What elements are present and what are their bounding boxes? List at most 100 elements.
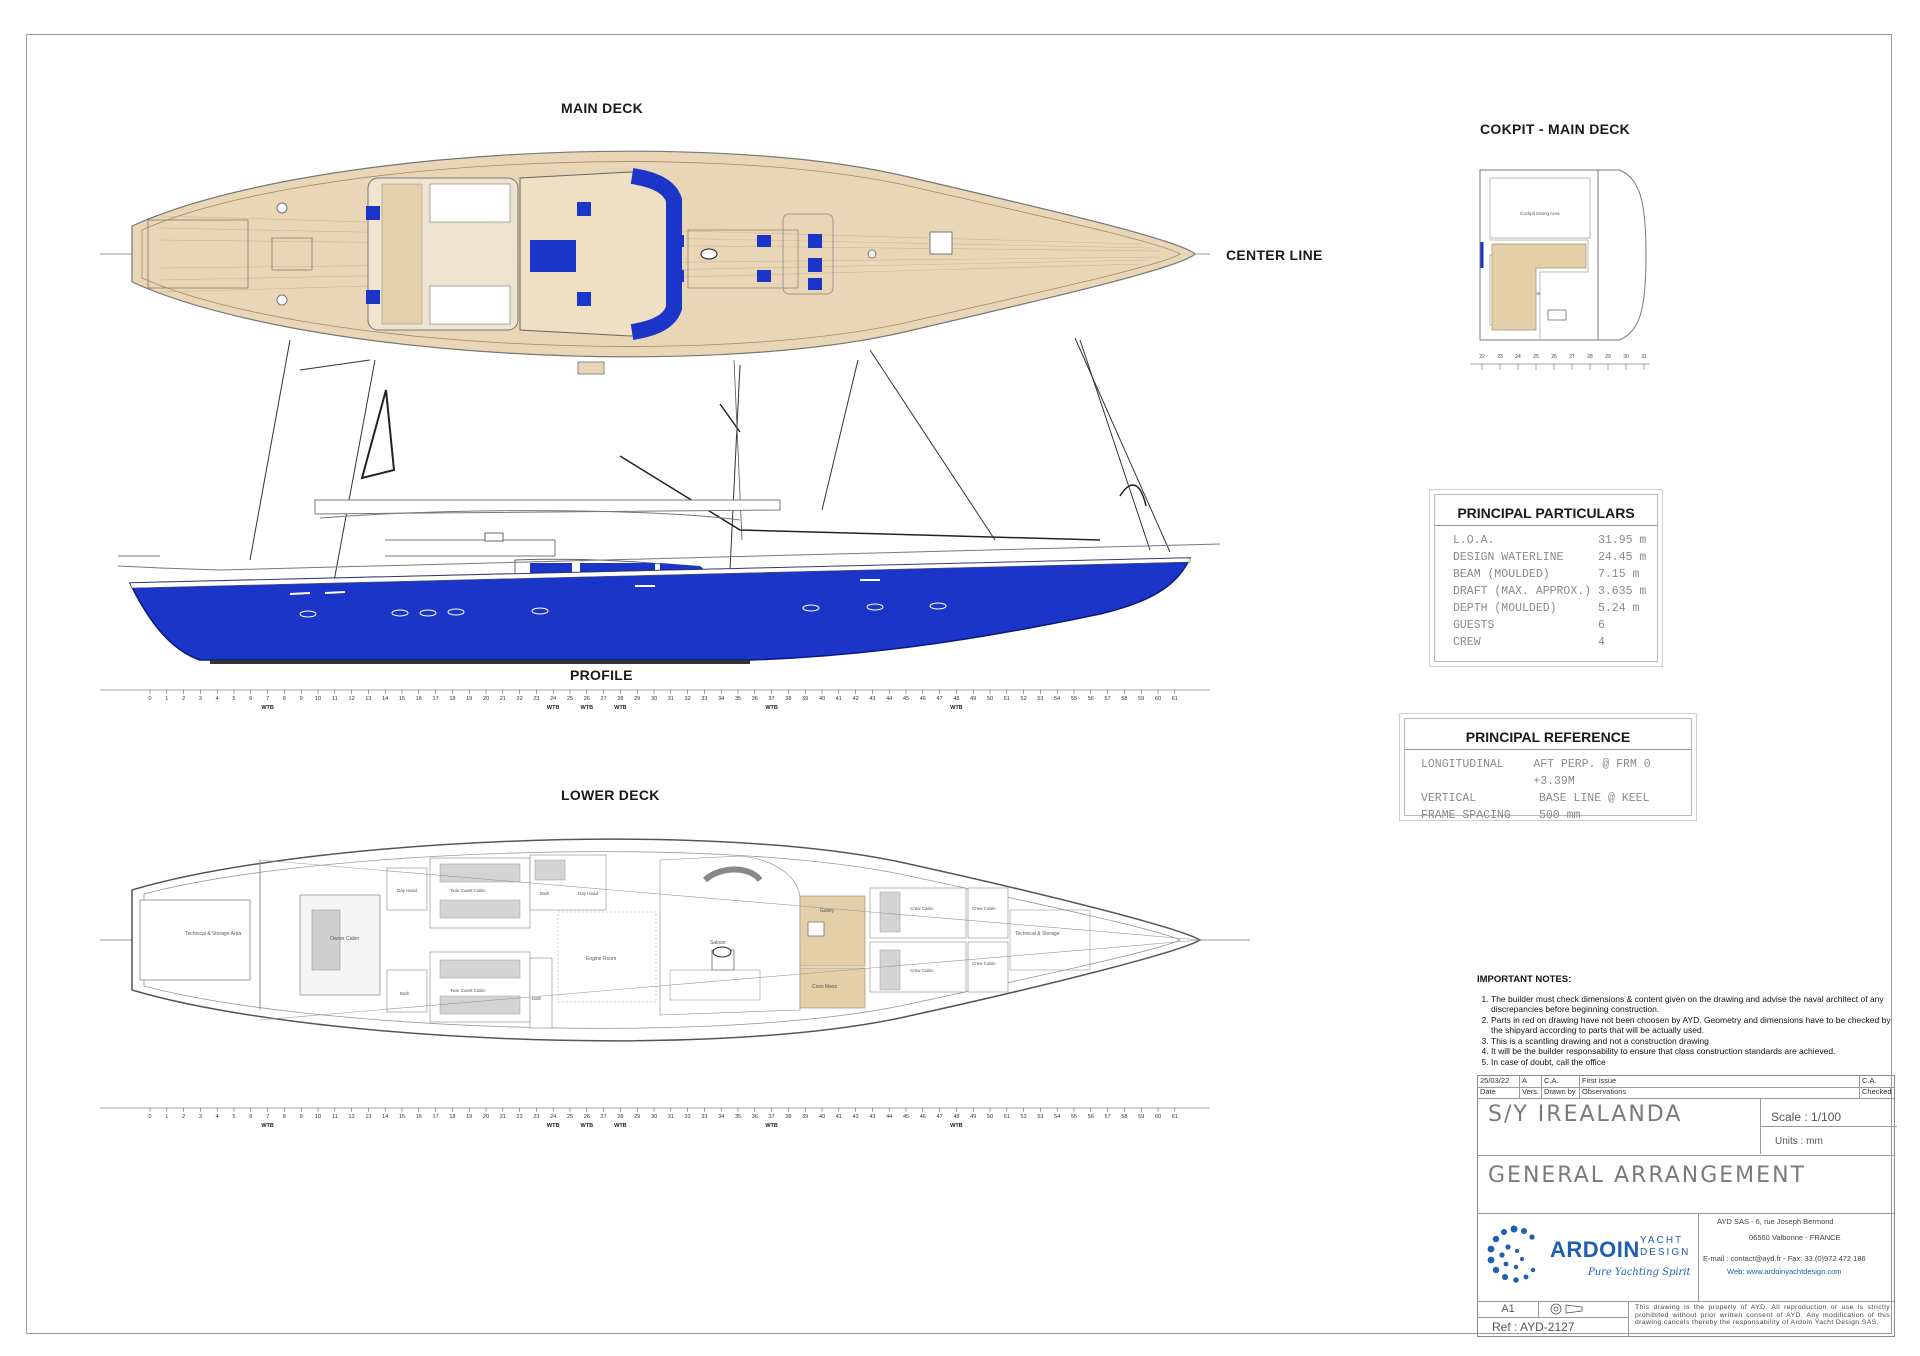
- frame-tick-label: 2: [182, 696, 185, 702]
- frame-tick-label: 13: [365, 1114, 371, 1120]
- frame-tick-label: 32: [685, 696, 691, 702]
- frame-tick-label: 45: [903, 696, 909, 702]
- crew-cabin-fwd-stbd-label: Crew Cabin: [972, 961, 996, 966]
- crew-mess-label: Crew Mess: [812, 984, 838, 990]
- frame-tick-label: 21: [500, 696, 506, 702]
- frame-tick-label: 39: [802, 1114, 808, 1120]
- frame-tick-label: 47: [937, 696, 943, 702]
- saloon-label: Saloon: [710, 940, 726, 946]
- frame-tick-label: 14: [382, 696, 388, 702]
- frame-tick-label: 55: [1071, 696, 1077, 702]
- day-head-fwd-label: Day Head: [578, 891, 599, 896]
- ardoin-logo-icon: [1487, 1225, 1536, 1283]
- frame-tick-label: 59: [1138, 696, 1144, 702]
- frame-tick-label: 16: [416, 1114, 422, 1120]
- brand-yacht: YACHT: [1640, 1235, 1684, 1246]
- address-cell: AYD SAS - 6, rue Joseph Bermond 06560 Va…: [1698, 1213, 1897, 1301]
- frame-tick-label: 55: [1071, 1114, 1077, 1120]
- frame-tick-label: 44: [886, 696, 892, 702]
- frame-tick-label: 60: [1155, 1114, 1161, 1120]
- frame-tick-label: 9: [300, 696, 303, 702]
- frame-tick-label: 31: [668, 1114, 674, 1120]
- frame-tick-label: 35: [735, 1114, 741, 1120]
- main-deck-plan: [100, 150, 1210, 375]
- frame-tick-label: 3: [199, 696, 202, 702]
- vessel-row: S/Y IREALANDA Scale : 1/100 Units : mm: [1478, 1098, 1897, 1156]
- cockpit-tick-label: 31: [1641, 354, 1647, 360]
- profile-title: PROFILE: [570, 667, 633, 683]
- frame-tick-label: 61: [1172, 1114, 1178, 1120]
- frame-tick-label: 10: [315, 696, 321, 702]
- frame-tick-label: 29: [634, 1114, 640, 1120]
- principal-particulars-box: PRINCIPAL PARTICULARS L.O.A.31.95 m DESI…: [1429, 489, 1663, 667]
- frame-tick-label: 59: [1138, 1114, 1144, 1120]
- frame-tick-label: 26: [584, 1114, 590, 1120]
- frame-tick-label: 42: [853, 696, 859, 702]
- frame-tick-label: 50: [987, 1114, 993, 1120]
- center-line-label: CENTER LINE: [1226, 247, 1323, 263]
- lower-deck-plan: Technical & Storage Area Owner Cabin Day…: [100, 838, 1250, 1042]
- frame-tick-label: 23: [533, 696, 539, 702]
- frame-tick-label: 41: [836, 1114, 842, 1120]
- wts-label: WTB: [547, 1123, 560, 1129]
- cockpit-dining-label: Cockpit Dining Area: [1520, 211, 1560, 216]
- frame-tick-label: 51: [1004, 1114, 1010, 1120]
- frame-tick-label: 19: [466, 1114, 472, 1120]
- owner-cabin-label: Owner Cabin: [330, 936, 359, 942]
- frame-tick-label: 48: [953, 1114, 959, 1120]
- note-item: In case of doubt, call the office: [1491, 1057, 1897, 1068]
- particular-row: DRAFT (MAX. APPROX.)3.635 m: [1453, 585, 1647, 598]
- cockpit-tick-label: 29: [1605, 354, 1611, 360]
- frame-tick-label: 47: [937, 1114, 943, 1120]
- frame-tick-label: 38: [785, 1114, 791, 1120]
- company-row: ARDOIN YACHT DESIGN Pure Yachting Spirit…: [1478, 1213, 1894, 1302]
- drawing-sheet-border: [26, 34, 1892, 1334]
- frame-tick-label: 21: [500, 1114, 506, 1120]
- main-deck-title: MAIN DECK: [561, 100, 644, 116]
- wts-label: WTB: [547, 705, 560, 711]
- frame-tick-label: 34: [718, 1114, 724, 1120]
- frame-tick-label: 1: [165, 696, 168, 702]
- frame-tick-label: 15: [399, 1114, 405, 1120]
- frame-tick-label: 9: [300, 1114, 303, 1120]
- frame-tick-label: 7: [266, 1114, 269, 1120]
- frame-tick-label: 25: [567, 1114, 573, 1120]
- frame-tick-label: 61: [1172, 696, 1178, 702]
- frame-tick-label: 58: [1121, 1114, 1127, 1120]
- frame-tick-label: 54: [1054, 696, 1060, 702]
- cockpit-detail: Cockpit Dining Area Coffee Table 2223242…: [1470, 169, 1650, 370]
- note-item: It will be the builder responsability to…: [1491, 1046, 1897, 1057]
- frame-tick-label: 35: [735, 696, 741, 702]
- frame-tick-label: 2: [182, 1114, 185, 1120]
- frame-tick-label: 52: [1021, 696, 1027, 702]
- crew-cabin-fwd-port-label: Crew Cabin: [972, 906, 996, 911]
- brand-name: ARDOIN: [1550, 1237, 1640, 1262]
- cockpit-tick-label: 23: [1497, 354, 1503, 360]
- frame-tick-label: 20: [483, 696, 489, 702]
- projection-symbol-icon: [1550, 1303, 1583, 1315]
- frame-tick-label: 33: [701, 1114, 707, 1120]
- brand-tagline: Pure Yachting Spirit: [1588, 1267, 1691, 1278]
- frame-tick-label: 36: [752, 696, 758, 702]
- frame-tick-label: 15: [399, 696, 405, 702]
- cockpit-tick-label: 25: [1533, 354, 1539, 360]
- frame-tick-label: 30: [651, 696, 657, 702]
- frame-tick-label: 27: [601, 1114, 607, 1120]
- frame-tick-label: 56: [1088, 696, 1094, 702]
- frame-tick-label: 13: [365, 696, 371, 702]
- frame-tick-label: 25: [567, 696, 573, 702]
- crew-cabin-stbd-label: Crew Cabin: [910, 968, 934, 973]
- frame-tick-label: 12: [349, 696, 355, 702]
- frame-tick-label: 12: [349, 1114, 355, 1120]
- frame-tick-label: 6: [249, 1114, 252, 1120]
- frame-tick-label: 41: [836, 696, 842, 702]
- frame-tick-label: 37: [769, 696, 775, 702]
- wts-label: WTB: [614, 705, 627, 711]
- frame-tick-label: 23: [533, 1114, 539, 1120]
- particular-row: L.O.A.31.95 m: [1453, 534, 1647, 547]
